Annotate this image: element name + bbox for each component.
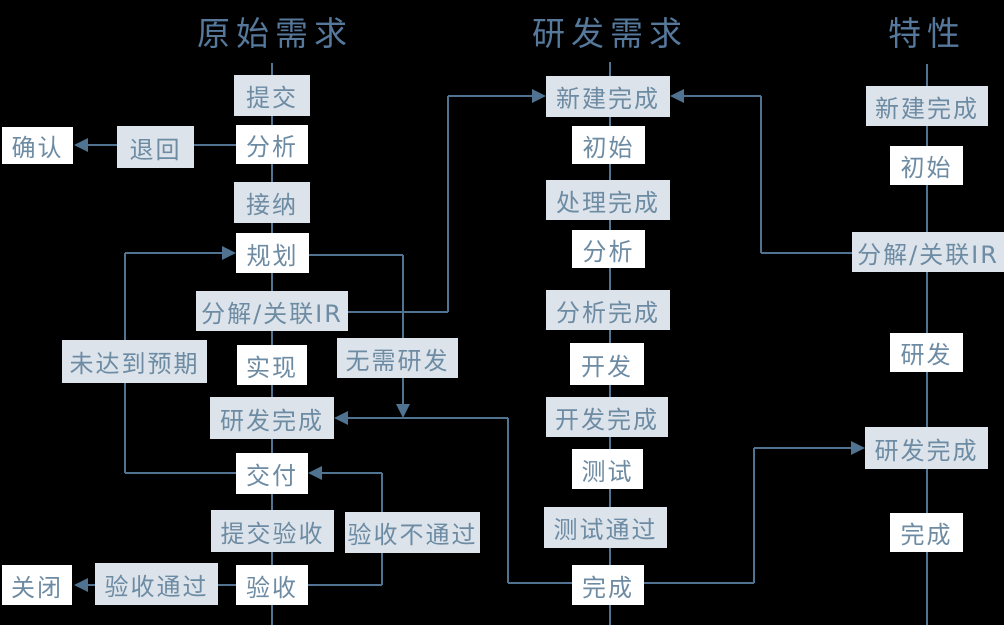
state-node-ft-complete: 完成 [890, 513, 963, 552]
edge-line [271, 331, 273, 345]
edge-line [402, 255, 404, 404]
state-node-ir-test-pass: 测试通过 [544, 507, 667, 548]
edge-line [348, 311, 448, 313]
state-node-or-acceptance-fail: 验收不通过 [345, 512, 480, 553]
edge-line [271, 116, 273, 125]
state-node-ir-complete: 完成 [572, 565, 644, 605]
state-node-or-implement: 实现 [237, 345, 307, 385]
edge-line [271, 494, 273, 510]
edge-line [609, 437, 611, 449]
state-node-or-not-meet-expectation: 未达到预期 [62, 340, 207, 383]
state-node-or-accept: 接纳 [234, 182, 310, 223]
edge-line [507, 418, 509, 583]
edge-line [218, 584, 236, 586]
edge-line [926, 64, 928, 86]
edge-line [644, 582, 754, 584]
state-node-ft-dev-complete: 研发完成 [865, 427, 988, 469]
state-node-ir-analyze: 分析 [572, 230, 645, 268]
edge-line [926, 185, 928, 232]
state-node-ir-process-complete: 处理完成 [546, 180, 670, 220]
state-node-or-decompose-link-ir: 分解/关联IR [196, 291, 348, 331]
arrowhead-left-icon [74, 138, 88, 152]
column-title-rd-requirement: 研发需求 [532, 14, 688, 53]
state-node-ir-develop: 开发 [570, 343, 644, 385]
edge-line [926, 372, 928, 427]
state-node-or-analyze: 分析 [236, 125, 308, 164]
arrowhead-down-icon [396, 404, 410, 418]
edge-line [609, 220, 611, 230]
state-node-or-deliver: 交付 [236, 453, 308, 494]
state-node-or-plan: 规划 [236, 233, 309, 273]
edge-line [194, 144, 236, 146]
column-title-feature: 特性 [888, 14, 966, 53]
edge-line [309, 254, 403, 256]
edge-line [322, 472, 382, 474]
edge-line [271, 164, 273, 182]
state-node-ft-develop: 研发 [890, 333, 963, 372]
arrowhead-left-icon [670, 89, 684, 103]
edge-line [609, 62, 611, 76]
edge-line [125, 472, 236, 474]
arrowhead-right-icon [532, 89, 546, 103]
edge-line [760, 96, 762, 253]
state-node-ft-initial: 初始 [890, 146, 963, 185]
edge-line [926, 126, 928, 146]
state-node-ir-dev-complete: 开发完成 [546, 397, 668, 437]
edge-line [609, 164, 611, 180]
edge-line [753, 448, 755, 583]
edge-line [308, 584, 382, 586]
edge-line [684, 95, 761, 97]
edge-line [609, 330, 611, 343]
edge-line [88, 144, 117, 146]
edge-line [609, 268, 611, 290]
edge-line [271, 273, 273, 291]
edge-line [926, 272, 928, 333]
state-node-or-acceptance-pass: 验收通过 [95, 563, 218, 605]
edge-line [447, 96, 449, 312]
state-node-ir-initial: 初始 [572, 126, 645, 164]
edge-line [609, 548, 611, 565]
edge-line [761, 252, 852, 254]
state-node-or-close: 关闭 [2, 565, 72, 605]
edge-line [926, 469, 928, 513]
edge-line [271, 63, 273, 75]
state-node-or-return: 退回 [117, 126, 194, 168]
state-node-ft-create-complete: 新建完成 [866, 86, 988, 126]
edge-line [609, 489, 611, 507]
state-node-or-acceptance: 验收 [236, 565, 308, 605]
state-node-ir-analyze-complete: 分析完成 [546, 290, 670, 330]
edge-line [271, 605, 273, 625]
edge-line [609, 385, 611, 397]
state-node-ft-decompose-link-ir: 分解/关联IR [852, 232, 1004, 272]
edge-line [754, 447, 851, 449]
edge-line [271, 552, 273, 565]
state-node-or-submit-acceptance: 提交验收 [211, 510, 334, 552]
state-node-or-submit: 提交 [234, 75, 310, 116]
column-title-original-requirement: 原始需求 [197, 14, 353, 53]
arrowhead-left-icon [308, 466, 322, 480]
arrowhead-left-icon [74, 578, 88, 592]
edge-line [508, 582, 572, 584]
state-node-ir-create-complete: 新建完成 [546, 76, 670, 117]
edge-line [448, 95, 532, 97]
arrowhead-right-icon [222, 246, 236, 260]
edge-line [271, 223, 273, 233]
edge-line [125, 252, 222, 254]
edge-line [609, 117, 611, 126]
state-node-or-no-dev-needed: 无需研发 [337, 338, 458, 378]
edge-line [271, 439, 273, 453]
edge-line [88, 584, 95, 586]
state-node-or-dev-complete: 研发完成 [210, 397, 334, 439]
edge-line [348, 417, 508, 419]
arrowhead-left-icon [334, 411, 348, 425]
edge-line [926, 552, 928, 625]
arrowhead-right-icon [851, 441, 865, 455]
state-node-ir-test: 测试 [572, 449, 643, 489]
edge-line [609, 605, 611, 625]
state-node-or-confirm: 确认 [2, 127, 73, 164]
edge-line [271, 385, 273, 397]
